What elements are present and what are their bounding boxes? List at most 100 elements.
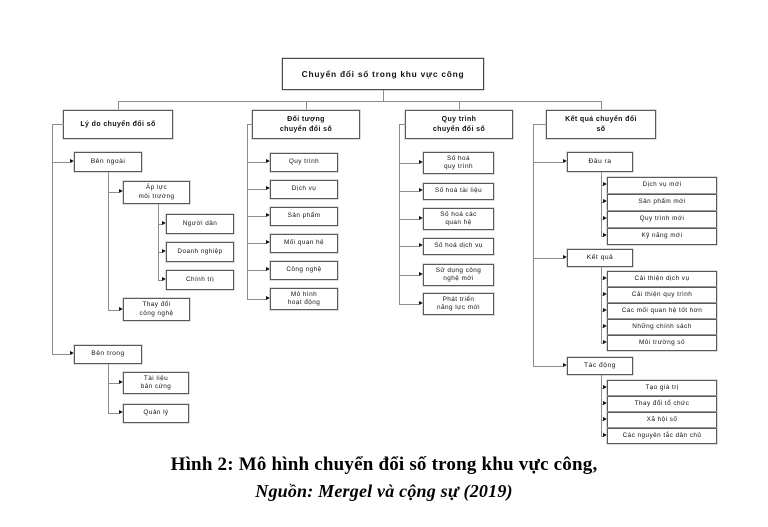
connector-c4-to-ket-qua (533, 258, 563, 259)
connector-c2-item-1 (247, 162, 266, 163)
node-quan-ly: Quản lý (123, 404, 189, 423)
arrow-c3-item-6 (419, 301, 423, 306)
connector-c3-item-5 (399, 275, 419, 276)
connector-tac-dong-item-2 (601, 404, 604, 405)
arrow-ket-qua-item-2 (603, 292, 607, 297)
node-thay-doi-to-chuc: Thay đổi tổ chức (607, 396, 717, 412)
connector-c3-stub (399, 124, 406, 125)
connector-c1-stub (52, 124, 64, 125)
arrow-thay-doi-cong-nghe (119, 307, 123, 312)
node-so-hoa-cac-quan-he: Số hoá các quan hệ (423, 208, 494, 230)
connector-bus-to-branch-4 (601, 101, 602, 111)
connector-tac-dong-spine (601, 375, 602, 436)
connector-c3-item-1 (399, 163, 419, 164)
connector-c4-to-tac-dong (533, 366, 563, 367)
connector-to-ap-luc (108, 192, 119, 193)
node-dau-ra: Đầu ra (567, 152, 633, 172)
connector-bus-to-branch-1 (118, 101, 119, 111)
connector-ben-ngoai-spine (108, 172, 109, 311)
connector-dau-ra-spine (601, 172, 602, 237)
arrow-ket-qua-item-1 (603, 276, 607, 281)
node-so-hoa-quy-trinh: Số hoá quy trình (423, 152, 494, 174)
connector-to-nguoi-dan (158, 224, 163, 225)
arrow-c2-item-1 (266, 159, 270, 164)
arrow-ket-qua-item-5 (603, 340, 607, 345)
arrow-c3-item-1 (419, 160, 423, 165)
connector-ket-qua-item-5 (601, 343, 604, 344)
arrow-tac-dong-item-2 (603, 401, 607, 406)
arrow-c3-item-5 (419, 272, 423, 277)
connector-c4-spine (533, 124, 534, 367)
node-branch-ly-do: Lý do chuyển đổi số (63, 110, 173, 139)
node-cong-nghe: Công nghệ (270, 261, 338, 280)
connector-ket-qua-item-2 (601, 295, 604, 296)
arrow-c3-item-3 (419, 216, 423, 221)
connector-c2-item-3 (247, 216, 266, 217)
node-chinh-tri: Chính trị (166, 270, 234, 290)
connector-bus-to-branch-3 (459, 101, 460, 111)
node-quy-trinh-moi: Quy trình mới (607, 211, 717, 228)
arrow-tac-dong-item-3 (603, 417, 607, 422)
connector-tac-dong-item-3 (601, 420, 604, 421)
connector-to-doanh-nghiep (158, 252, 163, 253)
connector-dau-ra-item-2 (601, 202, 604, 203)
arrow-dau-ra-item-4 (603, 233, 607, 238)
node-san-pham: Sản phẩm (270, 207, 338, 226)
arrow-dau-ra-item-3 (603, 216, 607, 221)
arrow-c2-item-4 (266, 240, 270, 245)
arrow-dau-ra (563, 159, 567, 164)
node-so-hoa-tai-lieu: Số hoá tài liệu (423, 183, 494, 200)
connector-c2-stub (247, 124, 253, 125)
connector-bus-to-branch-2 (306, 101, 307, 111)
arrow-ket-qua-item-3 (603, 308, 607, 313)
arrow-ket-qua (563, 255, 567, 260)
caption-source: Nguồn: Mergel và cộng sự (2019) (255, 481, 513, 501)
connector-tac-dong-item-4 (601, 436, 604, 437)
node-ap-luc-moi-truong: Áp lực môi trường (123, 181, 190, 204)
connector-c4-stub (533, 124, 547, 125)
connector-c3-item-3 (399, 219, 419, 220)
arrow-c1-ben-trong (70, 351, 74, 356)
connector-c3-spine (399, 124, 400, 305)
node-branch-ket-qua: Kết quả chuyển đổi số (546, 110, 656, 139)
connector-dau-ra-item-1 (601, 185, 604, 186)
node-root: Chuyển đổi số trong khu vực công (282, 58, 484, 90)
node-tao-gia-tri: Tạo giá trị (607, 380, 717, 396)
node-san-pham-moi: Sản phẩm mới (607, 194, 717, 211)
connector-dau-ra-item-4 (601, 236, 604, 237)
node-branch-doi-tuong: Đối tượng chuyển đổi số (252, 110, 360, 139)
node-dich-vu-moi: Dịch vụ mới (607, 177, 717, 194)
arrow-c3-item-4 (419, 243, 423, 248)
connector-tac-dong-item-1 (601, 388, 604, 389)
connector-c2-item-6 (247, 299, 266, 300)
node-moi-truong-so: Môi trường số (607, 335, 717, 351)
arrow-tac-dong-item-4 (603, 433, 607, 438)
node-nguoi-dan: Người dân (166, 214, 234, 234)
node-nhung-chinh-sach: Những chính sách (607, 319, 717, 335)
connector-ket-qua-item-1 (601, 279, 604, 280)
node-xa-hoi-so: Xã hội số (607, 412, 717, 428)
arrow-nguoi-dan (162, 221, 166, 226)
arrow-ap-luc (119, 189, 123, 194)
node-ky-nang-moi: Kỹ năng mới (607, 228, 717, 245)
connector-c3-item-2 (399, 191, 419, 192)
arrow-c2-item-6 (266, 296, 270, 301)
connector-ket-qua-item-4 (601, 327, 604, 328)
connector-c3-item-4 (399, 246, 419, 247)
node-tai-lieu-ban-cung: Tài liệu bản cứng (123, 372, 189, 394)
caption-title: Hình 2: Mô hình chuyển đổi số trong khu … (170, 454, 598, 475)
connector-ket-qua-item-3 (601, 311, 604, 312)
connector-c2-spine (247, 124, 248, 300)
connector-c2-item-2 (247, 189, 266, 190)
connector-c1-to-ben-ngoai (52, 162, 70, 163)
connector-to-quan-ly (108, 413, 119, 414)
arrow-doanh-nghiep (162, 249, 166, 254)
arrow-c2-item-3 (266, 213, 270, 218)
node-quy-trinh: Quy trình (270, 153, 338, 172)
connector-to-chinh-tri (158, 280, 163, 281)
arrow-ket-qua-item-4 (603, 324, 607, 329)
node-cai-thien-dich-vu: Cải thiện dịch vụ (607, 271, 717, 287)
arrow-tai-lieu (119, 380, 123, 385)
connector-c3-item-6 (399, 304, 419, 305)
